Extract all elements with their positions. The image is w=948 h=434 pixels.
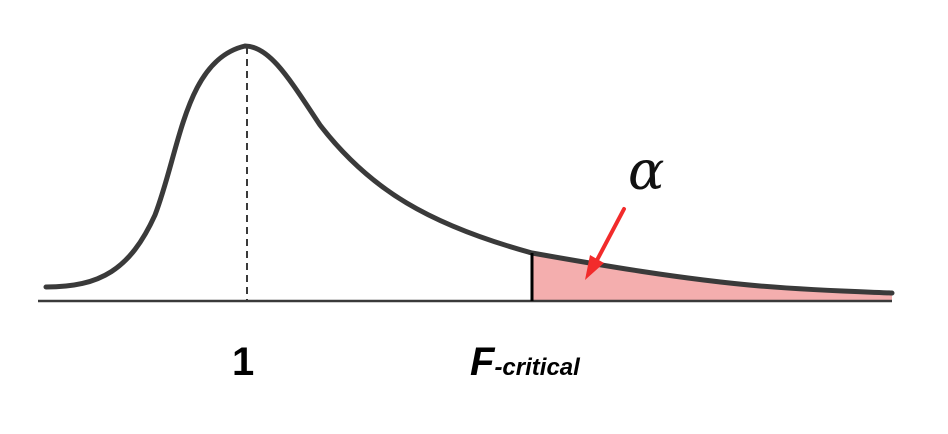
critical-label: F-critical xyxy=(470,340,581,384)
f-distribution-curve xyxy=(43,43,895,296)
mean-label: 1 xyxy=(232,340,254,384)
rejection-region xyxy=(532,253,892,301)
critical-label-subscript: -critical xyxy=(494,354,581,381)
alpha-arrow-shaft xyxy=(594,207,626,264)
alpha-arrow-head xyxy=(585,255,604,280)
alpha-label: α xyxy=(628,139,664,202)
critical-label-main: F xyxy=(470,340,496,384)
